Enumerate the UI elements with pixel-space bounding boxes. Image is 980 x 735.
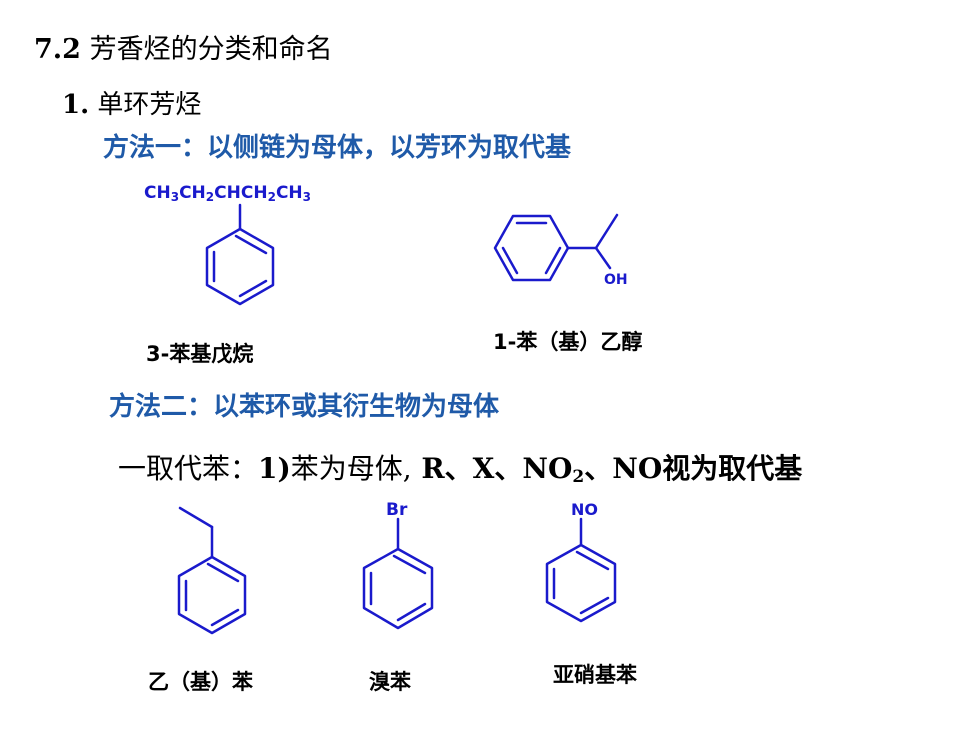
line3-subscript: 2: [572, 467, 585, 487]
formula-part-b: CH: [179, 183, 206, 203]
caption-bromobenzene: 溴苯: [369, 670, 411, 694]
line3-part3: R、X、NO: [411, 452, 573, 485]
method-two-heading: 方法二：以苯环或其衍生物为母体: [109, 392, 500, 422]
line3-part1: 1): [258, 452, 291, 485]
nitrosobenzene-structure: [545, 517, 617, 623]
bromobenzene-structure: [362, 517, 434, 630]
caption-1-phenylethanol: 1-苯（基）乙醇: [493, 330, 643, 354]
hydroxyl-label: OH: [604, 272, 628, 288]
caption-nitrosobenzene: 亚硝基苯: [553, 663, 637, 687]
section-title-text: 芳香烃的分类和命名: [89, 34, 333, 65]
caption-ethylbenzene: 乙（基）苯: [148, 670, 253, 694]
formula-part-d: CH: [275, 183, 303, 203]
monosubstituted-benzene-line: 一取代苯：1)苯为母体, R、X、NO2、NO视为取代基: [118, 447, 802, 487]
subheading-number: 1.: [62, 90, 90, 120]
line3-prefix: 一取代苯：: [118, 452, 259, 485]
ethylbenzene-structure: [177, 506, 247, 635]
line3-part4: 、NO: [584, 452, 663, 485]
formula-part-c: CHCH: [214, 183, 268, 203]
caption-3-phenylpentane: 3-苯基戊烷: [146, 342, 254, 366]
line3-part2: 苯为母体,: [290, 452, 412, 485]
formula-sub-b: 2: [205, 190, 215, 204]
subheading-text: 单环芳烃: [97, 90, 202, 120]
formula-sub-c: 2: [267, 190, 276, 204]
nitroso-label: NO: [571, 500, 598, 519]
pentane-condensed-formula: CH3CH2CHCH2CH3: [144, 183, 311, 204]
section-number: 7.2: [34, 34, 81, 65]
formula-sub-d: 3: [302, 190, 312, 204]
formula-sub-a: 3: [170, 190, 180, 204]
bromine-label: Br: [386, 500, 408, 520]
line3-part5: 视为取代基: [662, 452, 803, 485]
pentylbenzene-structure: [205, 203, 275, 306]
section-title: 7.2 芳香烃的分类和命名: [34, 27, 333, 66]
subheading: 1. 单环芳烃: [62, 84, 201, 121]
formula-part-a: CH: [144, 183, 171, 203]
phenylethanol-structure: [493, 213, 619, 282]
method-one-heading: 方法一：以侧链为母体，以芳环为取代基: [103, 133, 572, 163]
